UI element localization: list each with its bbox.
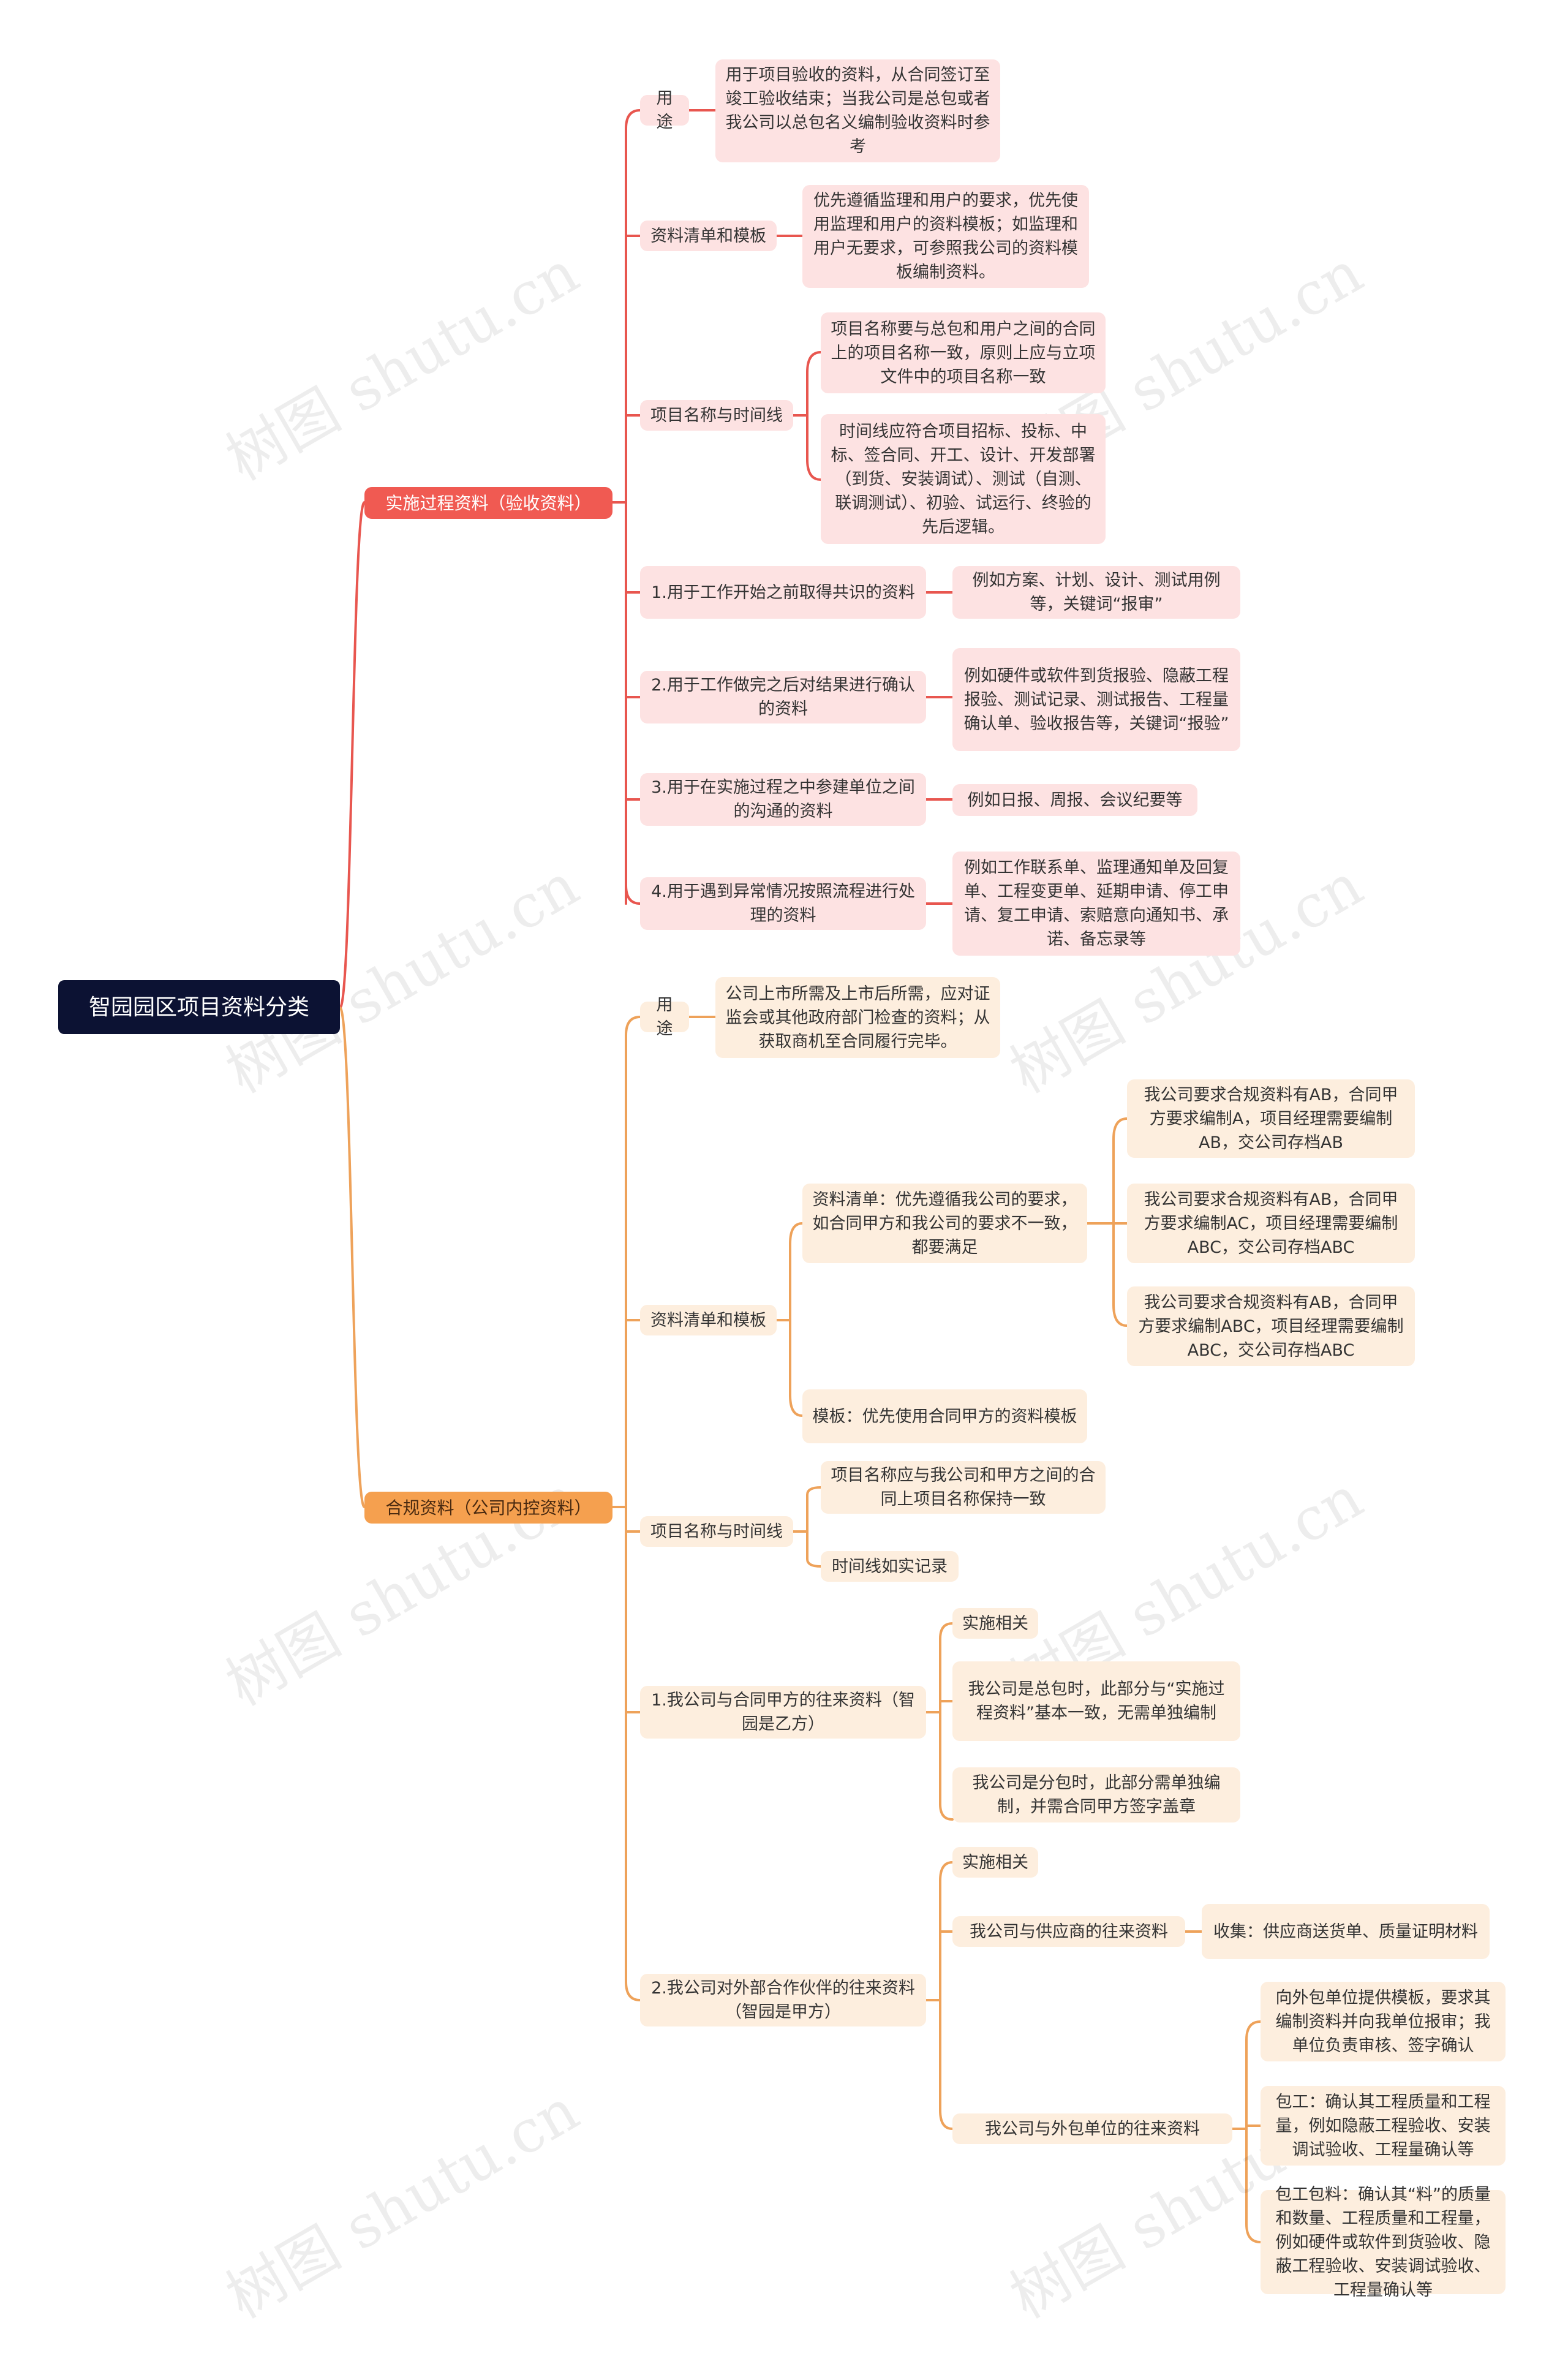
node-outsourcing[interactable]: 我公司与外包单位的往来资料 xyxy=(952,2113,1232,2144)
node-template[interactable]: 模板：优先使用合同甲方的资料模板 xyxy=(802,1389,1087,1443)
node-labor-only[interactable]: 包工：确认其工程质量和工程量，例如隐蔽工程验收、安装调试验收、工程量确认等 xyxy=(1261,2086,1506,2166)
node-requirement-case2[interactable]: 我公司要求合规资料有AB，合同甲方要求编制AC，项目经理需要编制ABC，交公司存… xyxy=(1127,1184,1415,1263)
connector xyxy=(1245,2223,1262,2243)
branch-node-implementation[interactable]: 实施过程资料（验收资料） xyxy=(364,487,612,519)
connector xyxy=(339,1007,366,1508)
node-item2[interactable]: 2.我公司对外部合作伙伴的往来资料（智园是甲方） xyxy=(640,1974,926,2026)
connector xyxy=(625,1016,641,1037)
connector xyxy=(789,1222,804,1245)
node-outsourcing-template[interactable]: 向外包单位提供模板，要求其编制资料并向我单位报审；我单位负责审核、签字确认 xyxy=(1261,1982,1506,2061)
connector xyxy=(339,501,366,1009)
connector xyxy=(939,1803,954,1821)
node-name-timeline[interactable]: 项目名称与时间线 xyxy=(640,1516,793,1547)
node-item2[interactable]: 2.用于工作做完之后对结果进行确认的资料 xyxy=(640,671,926,723)
connector xyxy=(1112,1117,1128,1141)
connector xyxy=(625,884,641,905)
node-item1[interactable]: 1.用于工作开始之前取得共识的资料 xyxy=(640,566,926,619)
connector xyxy=(939,2109,954,2130)
node-labor-material[interactable]: 包工包料：确认其“料”的质量和数量、工程质量和工程量，例如硬件或软件到货验收、隐… xyxy=(1261,2185,1506,2300)
connector xyxy=(789,1394,804,1417)
branch-node-compliance[interactable]: 合规资料（公司内控资料） xyxy=(364,1492,612,1524)
node-item1-desc[interactable]: 例如方案、计划、设计、测试用例等，关键词“报审” xyxy=(952,566,1240,619)
connector xyxy=(625,1981,641,2001)
connector xyxy=(806,351,822,374)
node-requirement-case3[interactable]: 我公司要求合规资料有AB，合同甲方要求编制ABC，项目经理需要编制ABC，交公司… xyxy=(1127,1286,1415,1366)
node-list-template[interactable]: 资料清单和模板 xyxy=(640,1305,777,1335)
node-item1[interactable]: 1.我公司与合同甲方的往来资料（智园是乙方） xyxy=(640,1686,926,1739)
node-implementation-related[interactable]: 实施相关 xyxy=(952,1847,1038,1878)
node-item3[interactable]: 3.用于在实施过程之中参建单位之间的沟通的资料 xyxy=(640,773,926,826)
node-usage-desc[interactable]: 用于项目验收的资料，从合同签订至竣工验收结束；当我公司是总包或者我公司以总包名义… xyxy=(715,59,1000,162)
node-usage-desc[interactable]: 公司上市所需及上市后所需，应对证监会或其他政府部门检查的资料；从获取商机至合同履… xyxy=(715,977,1000,1058)
node-item3-desc[interactable]: 例如日报、周报、会议纪要等 xyxy=(952,784,1197,816)
connector xyxy=(939,1861,954,1882)
connector xyxy=(806,1530,822,1568)
node-list-template-desc[interactable]: 优先遵循监理和用户的要求，优先使用监理和用户的资料模板；如监理和用户无要求，可参… xyxy=(802,185,1089,288)
node-timeline-desc[interactable]: 时间线应符合项目招标、投标、中标、签合同、开工、设计、开发部署（到货、安装调试）… xyxy=(821,414,1106,544)
node-usage[interactable]: 用途 xyxy=(640,89,689,132)
root-node[interactable]: 智园园区项目资料分类 xyxy=(58,980,340,1034)
node-item4-desc[interactable]: 例如工作联系单、监理通知单及回复单、工程变更单、延期申请、停工申请、复工申请、索… xyxy=(952,852,1240,956)
connector xyxy=(806,458,822,481)
node-item4[interactable]: 4.用于遇到异常情况按照流程进行处理的资料 xyxy=(640,877,926,930)
node-name-desc[interactable]: 项目名称要与总包和用户之间的合同上的项目名称一致，原则上应与立项文件中的项目名称… xyxy=(821,312,1106,393)
node-timeline-desc[interactable]: 时间线如实记录 xyxy=(821,1551,959,1582)
node-implementation-related[interactable]: 实施相关 xyxy=(952,1608,1038,1639)
connector xyxy=(939,1622,954,1640)
connector xyxy=(1245,2020,1262,2041)
node-name-desc[interactable]: 项目名称应与我公司和甲方之间的合同上项目名称保持一致 xyxy=(821,1461,1106,1514)
connector xyxy=(806,1486,822,1533)
node-usage[interactable]: 用途 xyxy=(640,995,689,1038)
node-subcontractor[interactable]: 我公司是分包时，此部分需单独编制，并需合同甲方签字盖章 xyxy=(952,1767,1240,1822)
node-name-timeline[interactable]: 项目名称与时间线 xyxy=(640,400,793,431)
node-requirement-case1[interactable]: 我公司要求合规资料有AB，合同甲方要求编制A，项目经理需要编制AB，交公司存档A… xyxy=(1127,1079,1415,1158)
node-item2-desc[interactable]: 例如硬件或软件到货报验、隐蔽工程报验、测试记录、测试报告、工程量确认单、验收报告… xyxy=(952,648,1240,751)
node-list-template[interactable]: 资料清单和模板 xyxy=(640,221,777,251)
node-general-contractor[interactable]: 我公司是总包时，此部分与“实施过程资料”基本一致，无需单独编制 xyxy=(952,1661,1240,1741)
connector xyxy=(1112,1304,1128,1327)
connector xyxy=(625,109,641,130)
node-list-requirement[interactable]: 资料清单：优先遵循我公司的要求，如合同甲方和我公司的要求不一致，都要满足 xyxy=(802,1184,1087,1263)
node-supplier[interactable]: 我公司与供应商的往来资料 xyxy=(952,1916,1185,1947)
node-supplier-desc[interactable]: 收集：供应商送货单、质量证明材料 xyxy=(1202,1904,1490,1959)
